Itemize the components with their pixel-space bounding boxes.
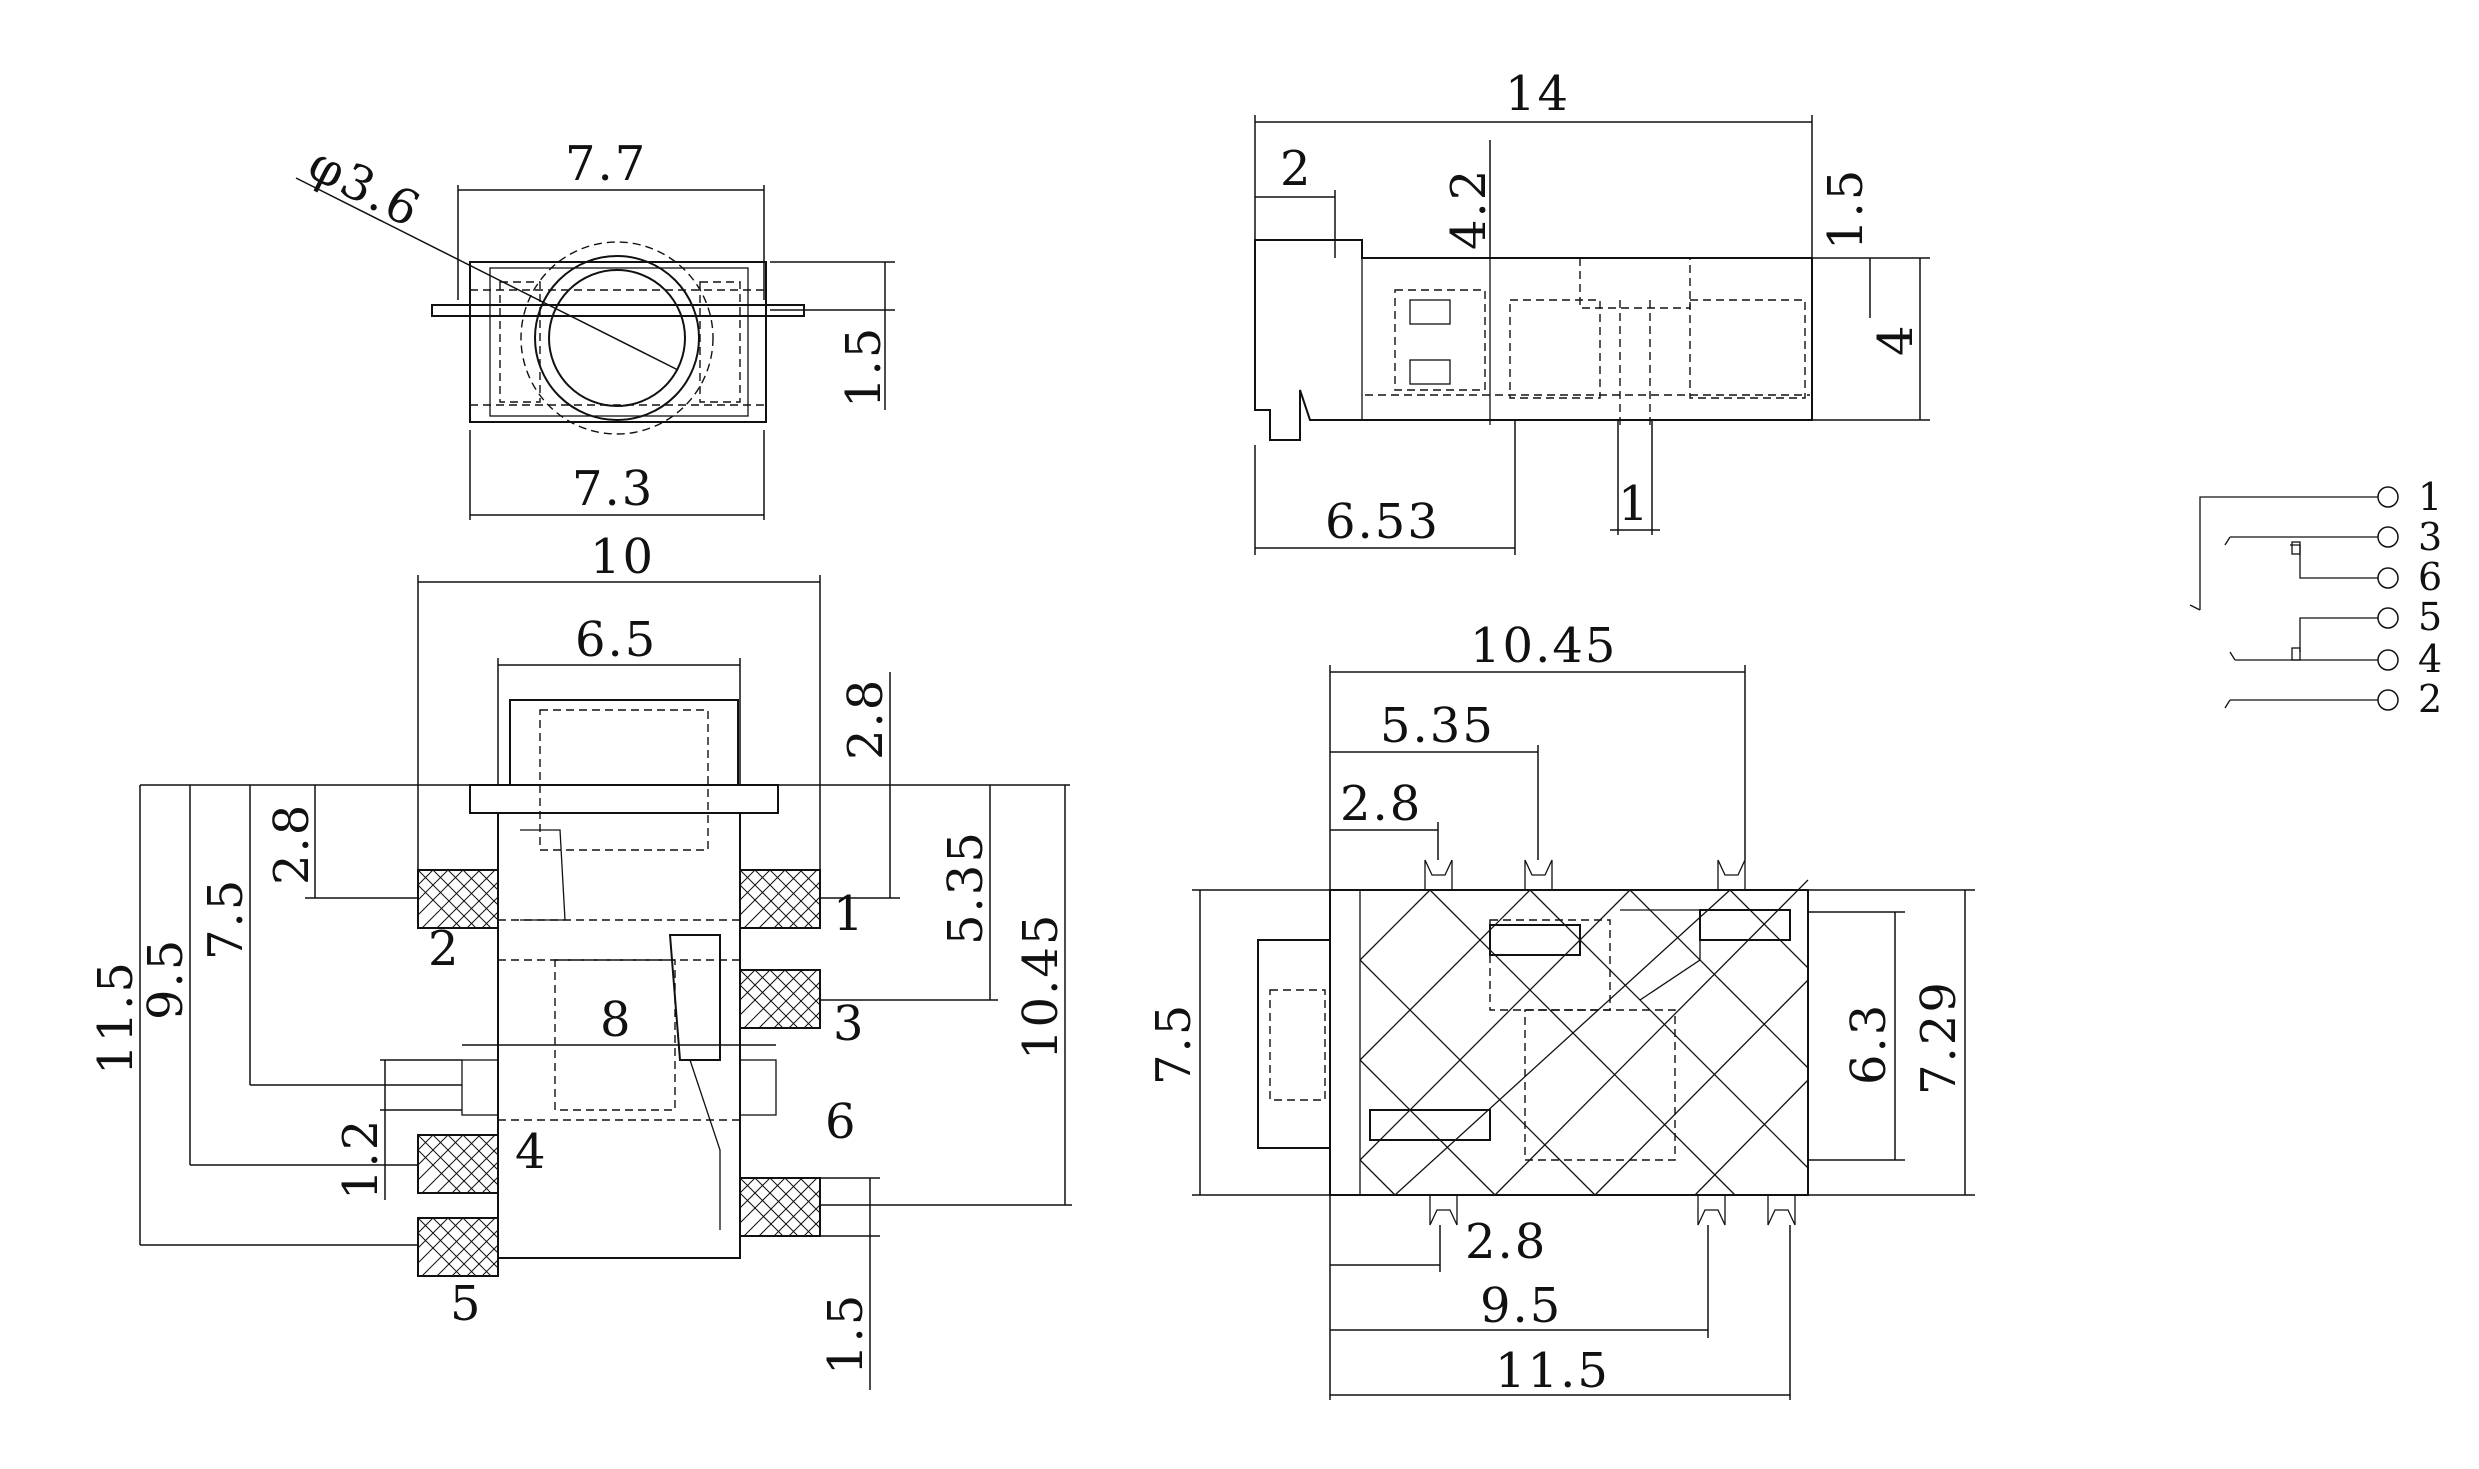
side-dim-14: 14 xyxy=(1505,66,1570,122)
bottom-dim-7-5: 7.5 xyxy=(198,878,254,960)
top-dim-7-29: 7.29 xyxy=(1911,980,1967,1095)
schematic-pin-6: 6 xyxy=(2418,555,2442,599)
bottom-dim-5-35: 5.35 xyxy=(938,830,994,945)
side-dim-4-2: 4.2 xyxy=(1441,168,1497,250)
top-dim-6-3: 6.3 xyxy=(1841,1003,1897,1085)
bottom-dim-11-5: 11.5 xyxy=(88,960,144,1075)
front-dim-diameter: φ3.6 xyxy=(300,136,431,239)
front-dim-7-7: 7.7 xyxy=(565,136,647,192)
front-dim-1-5: 1.5 xyxy=(836,326,892,408)
pin-label-5: 5 xyxy=(450,1276,483,1332)
bottom-dim-9-5: 9.5 xyxy=(138,938,194,1020)
bottom-dim-2-8-right: 2.8 xyxy=(838,678,894,760)
pin-label-4: 4 xyxy=(515,1124,548,1180)
bottom-dim-1-2: 1.2 xyxy=(333,1118,389,1200)
bottom-dim-10: 10 xyxy=(590,529,655,585)
top-dim-11-5: 11.5 xyxy=(1495,1343,1610,1399)
side-dim-6-53: 6.53 xyxy=(1325,494,1440,550)
top-view: 10.45 5.35 2.8 7.5 6.3 7.29 2.8 9.5 11.5 xyxy=(1146,618,1975,1400)
pin-label-6: 6 xyxy=(825,1094,858,1150)
pin-label-2: 2 xyxy=(428,921,461,977)
bottom-dim-1-5: 1.5 xyxy=(818,1293,874,1375)
schematic-pin-4: 4 xyxy=(2418,637,2442,681)
side-dim-4: 4 xyxy=(1868,323,1924,356)
pin-label-3: 3 xyxy=(833,996,866,1052)
side-dim-1-5: 1.5 xyxy=(1818,168,1874,250)
top-dim-9-5: 9.5 xyxy=(1480,1278,1562,1334)
side-dim-2: 2 xyxy=(1280,141,1313,197)
bottom-dim-2-8-left: 2.8 xyxy=(264,803,320,885)
schematic-pin-1: 1 xyxy=(2418,475,2442,519)
pin-label-1: 1 xyxy=(833,886,866,942)
side-dim-1: 1 xyxy=(1618,476,1651,532)
bottom-dim-8: 8 xyxy=(600,992,633,1048)
top-dim-2-8-top: 2.8 xyxy=(1340,776,1422,832)
front-view: 7.7 φ3.6 7.3 1.5 xyxy=(295,136,895,520)
schematic-pin-3: 3 xyxy=(2418,515,2442,559)
top-dim-2-8-bottom: 2.8 xyxy=(1465,1214,1547,1270)
side-view: 14 2 4.2 1.5 4 6.53 1 xyxy=(1254,66,1930,555)
front-dim-7-3: 7.3 xyxy=(572,461,654,517)
schematic-pin-5: 5 xyxy=(2418,595,2442,639)
top-dim-10-45: 10.45 xyxy=(1470,618,1617,674)
jack-schematic: 1 3 6 5 4 2 xyxy=(2189,475,2442,721)
bottom-dim-10-45: 10.45 xyxy=(1013,913,1069,1060)
bottom-view: 10 6.5 2.8 2.8 11.5 9.5 7.5 1.2 8 5.35 1… xyxy=(88,529,1072,1390)
top-dim-5-35: 5.35 xyxy=(1380,698,1495,754)
schematic-pin-2: 2 xyxy=(2418,677,2442,721)
bottom-dim-6-5: 6.5 xyxy=(575,612,657,668)
top-dim-7-5: 7.5 xyxy=(1146,1003,1202,1085)
